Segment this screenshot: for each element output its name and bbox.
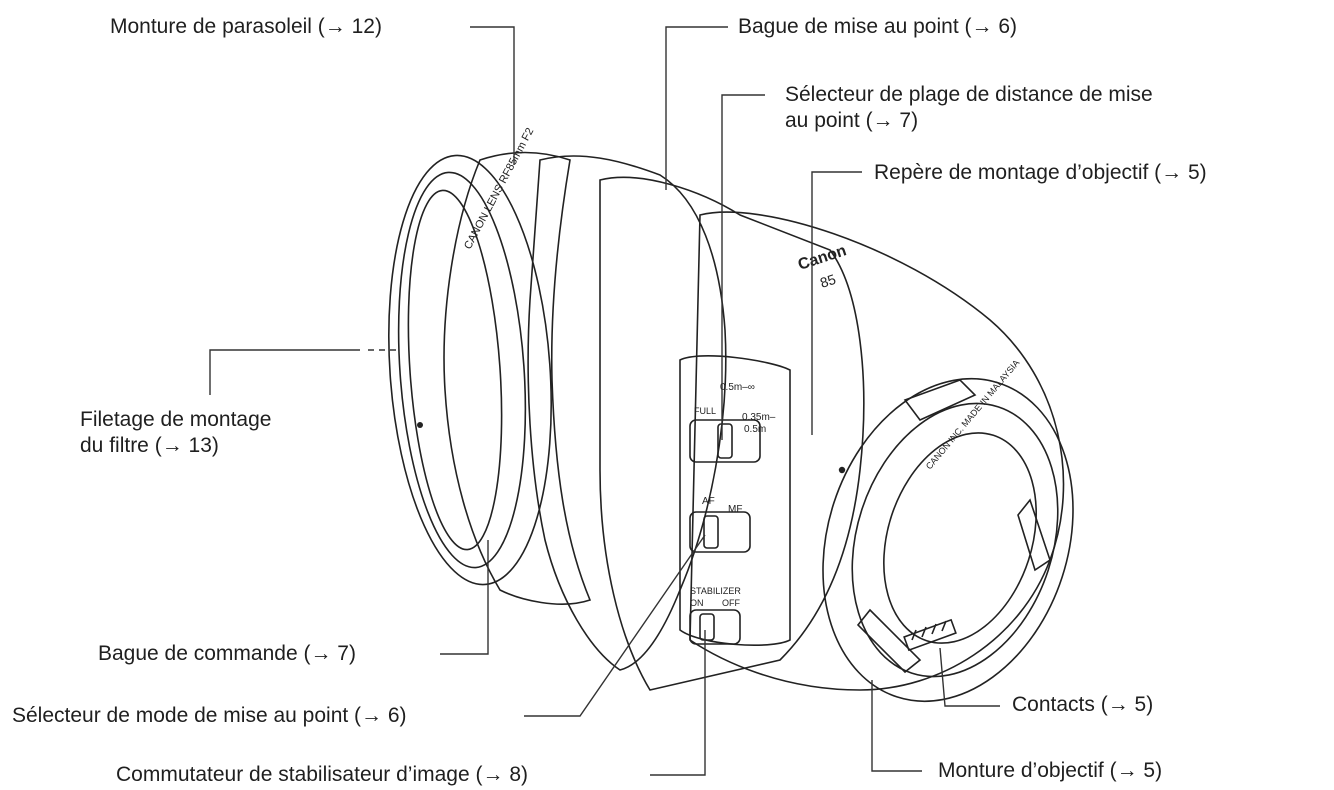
leader-filter-thread bbox=[209, 349, 360, 395]
label-lens-mount: Monture d’objectif (→ 5) bbox=[938, 759, 1163, 782]
leader-lens-mount bbox=[871, 680, 922, 772]
mount-index-dot bbox=[838, 466, 846, 474]
range-close-text: 0.5m bbox=[744, 424, 766, 435]
leader-stabilizer bbox=[650, 630, 706, 776]
label-mount-index: Repère de montage d’objectif (→ 5) bbox=[874, 161, 1207, 184]
main-barrel bbox=[599, 176, 865, 691]
leader-focus-ring bbox=[665, 26, 728, 190]
switch-panel bbox=[679, 355, 791, 646]
label-focus-range-selector: Sélecteur de plage de distance de mise a… bbox=[785, 82, 1305, 134]
range-full-text: FULL bbox=[694, 406, 716, 416]
range-mid-text: 0.35m– bbox=[742, 412, 776, 423]
hood-mount bbox=[387, 154, 553, 586]
filter-thread bbox=[407, 189, 503, 551]
focus-mode-selector: AF MF bbox=[689, 496, 751, 553]
label-control-ring: Bague de commande (→ 7) bbox=[98, 642, 356, 665]
on-text: ON bbox=[690, 598, 704, 608]
leader-hood-mount bbox=[470, 26, 515, 165]
rear-barrel bbox=[689, 211, 1065, 691]
mount-ring-text: CANON INC. MADE IN MALAYSIA bbox=[924, 358, 1022, 472]
label-focus-range-selector-line1: Sélecteur de plage de distance de mise bbox=[785, 83, 1153, 106]
front-index-dot bbox=[417, 422, 423, 428]
leader-control-ring bbox=[440, 540, 489, 655]
label-filter-thread-line1: Filetage de montage bbox=[80, 408, 272, 431]
range-all-text: 0.5m–∞ bbox=[720, 382, 755, 393]
label-focus-ring: Bague de mise au point (→ 6) bbox=[738, 15, 1017, 38]
leader-focus-range bbox=[721, 94, 765, 440]
af-text: AF bbox=[702, 496, 715, 507]
rear-glass bbox=[883, 432, 1037, 644]
control-ring bbox=[443, 151, 592, 605]
lens-mount bbox=[822, 377, 1074, 703]
mf-text: MF bbox=[728, 504, 742, 515]
focal-text: 85 bbox=[818, 271, 838, 291]
label-focus-mode-selector: Sélecteur de mode de mise au point (→ 6) bbox=[12, 704, 407, 727]
label-filter-thread: Filetage de montage du filtre (→ 13) bbox=[80, 407, 360, 459]
leader-focus-mode bbox=[524, 534, 706, 717]
front-ring-text: CANON LENS RF85mm F2 bbox=[462, 126, 536, 251]
label-hood-mount: Monture de parasoleil (→ 12) bbox=[110, 15, 382, 38]
leader-contacts bbox=[939, 647, 1000, 707]
contacts bbox=[903, 618, 957, 652]
stabilizer-text: STABILIZER bbox=[690, 586, 741, 596]
label-contacts: Contacts (→ 5) bbox=[1012, 693, 1154, 716]
stabilizer-switch: STABILIZER ON OFF bbox=[689, 586, 741, 645]
label-stabilizer-switch: Commutateur de stabilisateur d’image (→ … bbox=[116, 763, 529, 786]
label-focus-range-selector-line2: au point (→ 7) bbox=[785, 109, 919, 132]
off-text: OFF bbox=[722, 598, 740, 608]
leader-mount-index bbox=[811, 171, 862, 435]
focus-range-selector: 0.5m–∞ FULL 0.35m– 0.5m bbox=[689, 382, 776, 463]
label-filter-thread-line2: du filtre (→ 13) bbox=[80, 434, 219, 457]
